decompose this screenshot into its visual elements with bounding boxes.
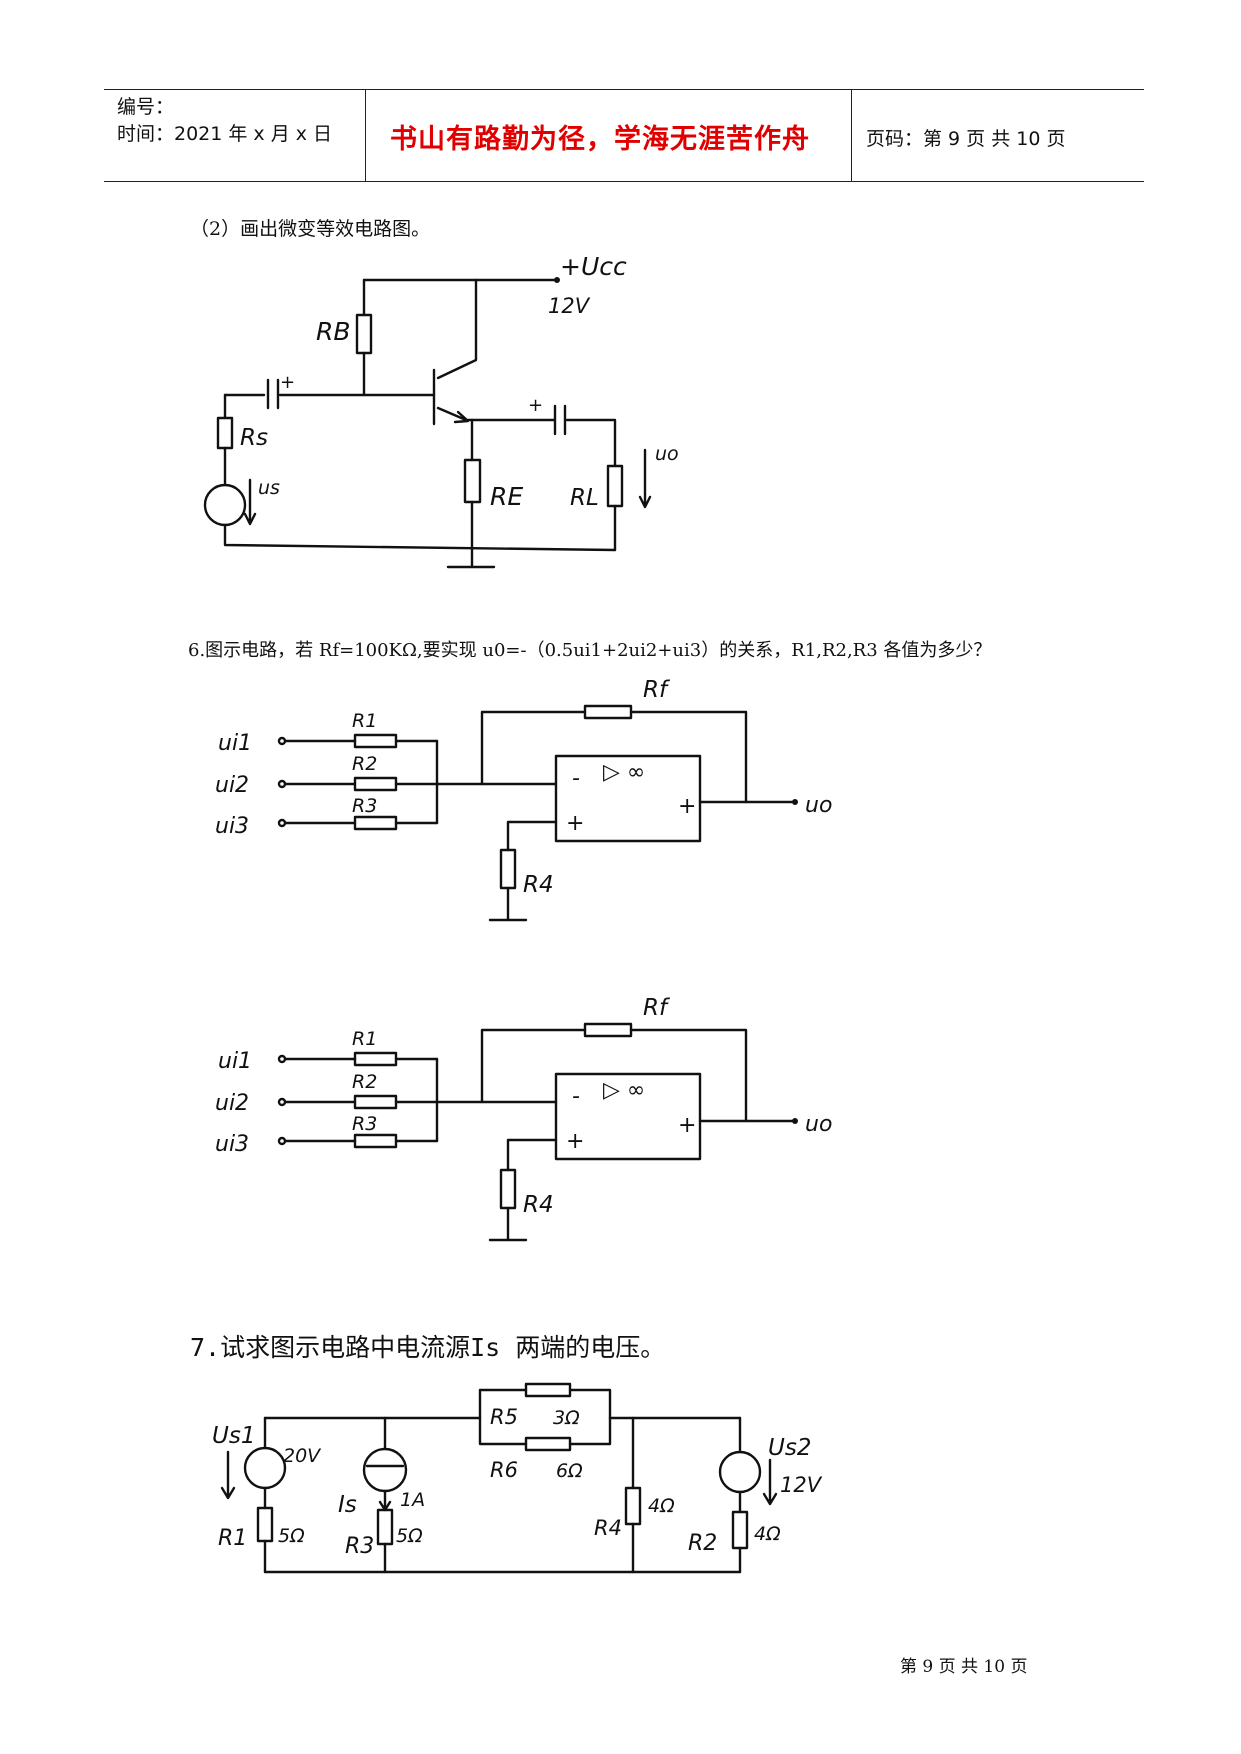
question6-text: 6.图示电路，若 Rf=100KΩ,要实现 u0=-（0.5ui1+2ui2+u… [188, 640, 992, 661]
r1-label: R1 [218, 1526, 247, 1551]
r2-label: R2 [688, 1531, 717, 1556]
r2-value: 4Ω [754, 1523, 781, 1545]
ui3-label: ui3 [215, 814, 249, 839]
rf-label: Rf [643, 995, 670, 1021]
uo-label: uo [805, 1112, 832, 1137]
r6-label: R6 [490, 1458, 518, 1482]
plus-in-label: + [566, 811, 584, 836]
uo-label: uo [655, 443, 679, 465]
r4-label: R4 [523, 1192, 554, 1218]
ui3-label: ui3 [215, 1132, 249, 1157]
page-footer: 第 9 页 共 10 页 [900, 1657, 1028, 1677]
uo-label: uo [805, 793, 832, 818]
rf-label: Rf [643, 677, 670, 703]
polarity-plus-1: + [280, 372, 295, 393]
minus-label: - [572, 766, 580, 791]
r6-value: 6Ω [556, 1460, 583, 1482]
plus-in-label: + [566, 1129, 584, 1154]
header-number-label: 编号： [117, 96, 175, 118]
r1-label: R1 [352, 710, 377, 732]
polarity-plus-2: + [528, 395, 543, 416]
ui1-label: ui1 [218, 1049, 252, 1074]
header-page-label: 页码：第 9 页 共 10 页 [866, 128, 1066, 150]
ui2-label: ui2 [215, 1091, 249, 1116]
r3-label: R3 [352, 795, 377, 817]
is-label: Is [338, 1492, 357, 1518]
r4-label: R4 [594, 1516, 622, 1540]
ui2-label: ui2 [215, 773, 249, 798]
us2-label: Us2 [768, 1435, 811, 1461]
vcc-label: +Ucc [560, 252, 627, 281]
us1-label: Us1 [212, 1423, 255, 1449]
r3-label: R3 [352, 1113, 377, 1135]
us1-value: 20V [283, 1445, 322, 1467]
amp-symbol: ▷ ∞ [603, 1078, 645, 1103]
us2-value: 12V [780, 1473, 823, 1497]
plus-out-label: + [678, 1113, 696, 1138]
is-value: 1A [400, 1489, 425, 1511]
question7-text: 7.试求图示电路中电流源Is 两端的电压。 [190, 1333, 666, 1362]
r5-value: 3Ω [553, 1407, 580, 1429]
plus-out-label: + [678, 794, 696, 819]
r3-label: R3 [345, 1534, 374, 1559]
header-motto: 书山有路勤为径，学海无涯苦作舟 [390, 124, 810, 155]
re-label: RE [490, 482, 523, 511]
r2-label: R2 [352, 753, 377, 775]
ui1-label: ui1 [218, 731, 252, 756]
amp-symbol: ▷ ∞ [603, 760, 645, 785]
us-label: us [258, 477, 280, 499]
header-time-label: 时间：2021 年 x 月 x 日 [117, 123, 333, 145]
rs-label: Rs [240, 425, 268, 451]
vcc-value: 12V [548, 294, 591, 318]
r1-label: R1 [352, 1028, 377, 1050]
r1-value: 5Ω [278, 1525, 305, 1547]
r4-value: 4Ω [648, 1495, 675, 1517]
r5-label: R5 [490, 1405, 518, 1429]
rl-label: RL [570, 485, 599, 511]
minus-label: - [572, 1084, 580, 1109]
question5-part2-text: （2）画出微变等效电路图。 [190, 218, 431, 240]
rb-label: RB [316, 317, 351, 346]
r3-value: 5Ω [396, 1525, 423, 1547]
r2-label: R2 [352, 1071, 377, 1093]
r4-label: R4 [523, 872, 554, 898]
